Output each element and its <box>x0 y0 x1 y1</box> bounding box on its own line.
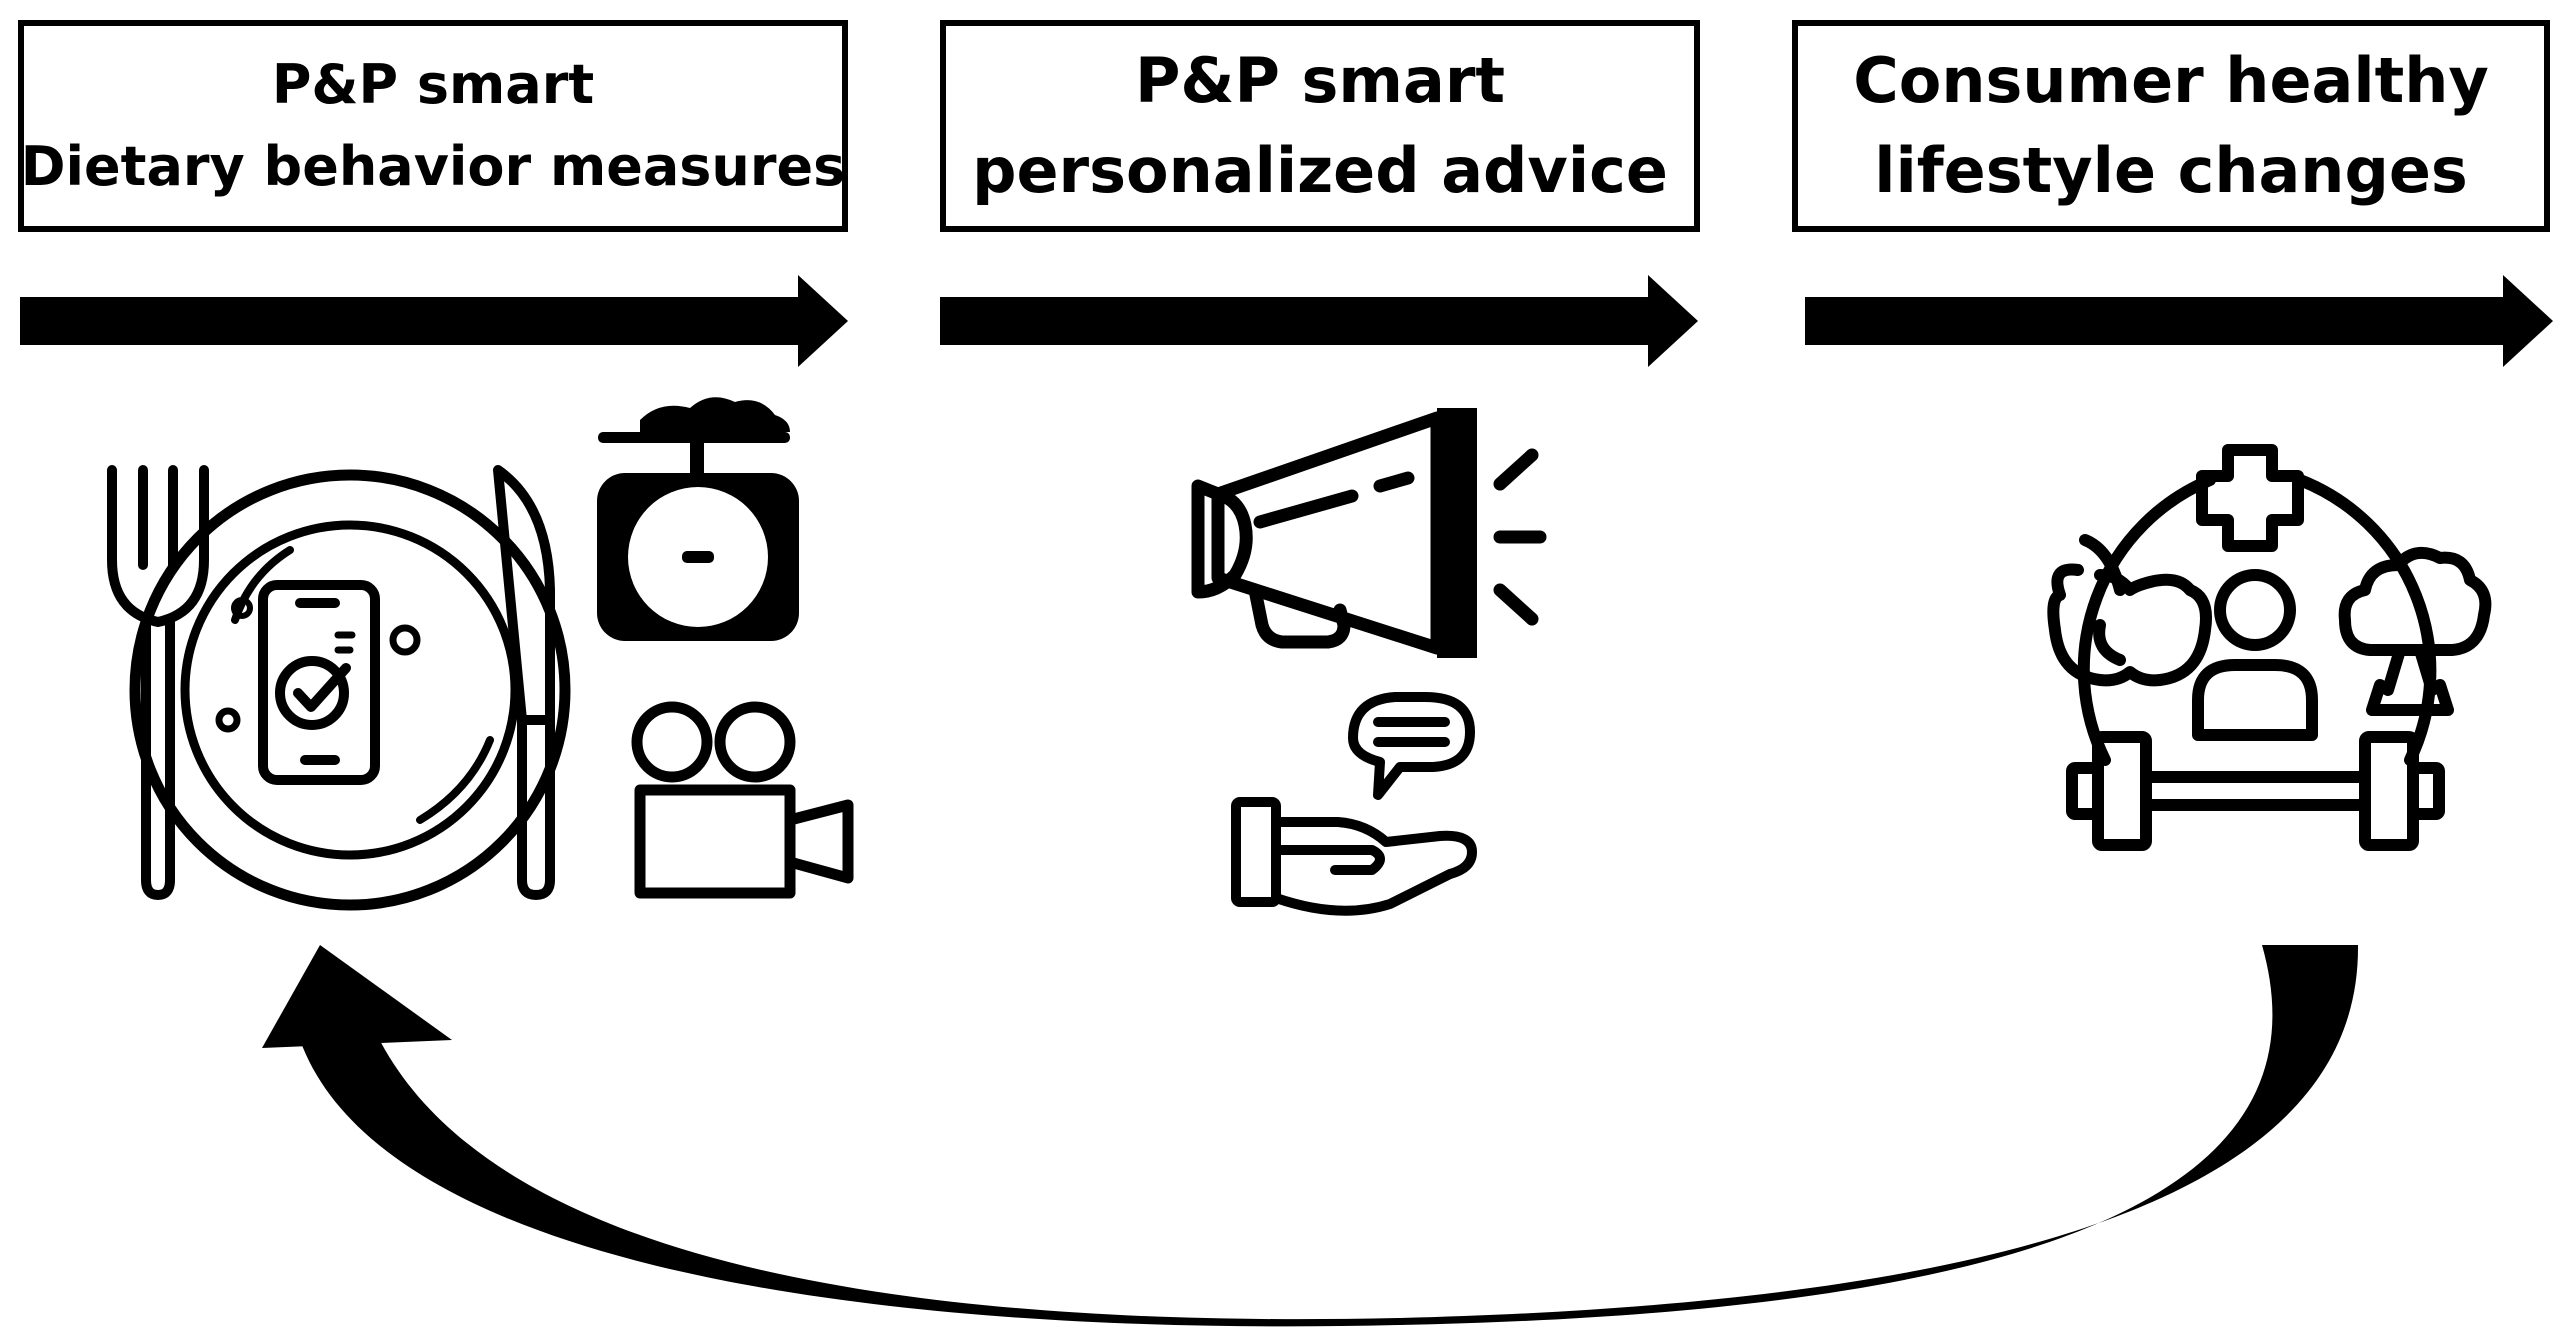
broccoli-icon <box>2338 546 2492 716</box>
stage-3-label-line-1: Consumer healthy <box>1853 44 2489 117</box>
flow-arrow-3 <box>1805 275 2553 367</box>
stage-1-label-line-1: P&P smart <box>271 53 595 116</box>
medical-cross-icon <box>2196 444 2304 552</box>
feedback-return-arrow <box>262 945 2359 1327</box>
apple-icon <box>2047 534 2212 687</box>
plate-inner-rim <box>180 520 520 860</box>
stage-3-label-box: Consumer healthy lifestyle changes <box>1792 20 2550 232</box>
stage-2-label-box: P&P smart personalized advice <box>940 20 1700 232</box>
hand-with-speech-bubble-icon <box>1231 692 1477 916</box>
smartphone-icon <box>258 580 380 785</box>
fork-icon <box>107 465 209 900</box>
plate-outer-rim <box>129 469 571 911</box>
video-camera-icon <box>631 701 854 899</box>
megaphone-icon <box>1191 408 1547 658</box>
stage-2-label-line-2: personalized advice <box>972 134 1668 207</box>
dumbbell-icon <box>2066 731 2445 851</box>
healthy-lifestyle-icon <box>2047 444 2492 851</box>
plate-with-smartphone-icon <box>107 465 571 911</box>
stage-2-label-line-1: P&P smart <box>1134 44 1506 117</box>
stage-1-label-line-2: Dietary behavior measures <box>20 135 846 198</box>
knife-icon <box>493 465 555 900</box>
flow-arrow-1 <box>20 275 848 367</box>
stage-1-label-box: P&P smart Dietary behavior measures <box>18 20 848 232</box>
stage-3-label-line-2: lifestyle changes <box>1874 134 2468 207</box>
flow-arrow-2 <box>940 275 1698 367</box>
person-icon <box>2192 569 2318 741</box>
kitchen-scale-icon <box>597 397 799 641</box>
